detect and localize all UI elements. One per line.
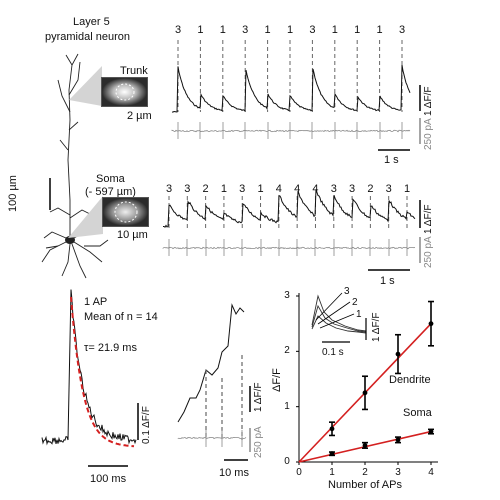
soma-depth-label: (- 597 µm) [85,186,136,198]
single-ap-title: 1 AP [84,296,108,308]
trunk-current-trace [171,122,411,139]
legend-dendrite: Dendrite [389,374,431,386]
neuron-title-line2: pyramidal neuron [45,31,130,43]
chart-inset [311,292,367,343]
trunk-ap-count-label: 3 [174,24,182,36]
trunk-calcium-trace [171,64,411,113]
soma-ap-count-label: 2 [367,183,374,195]
zoom-current-trace [177,430,247,447]
trunk-ap-count-label: 3 [398,24,406,36]
inset-trace-2 [311,304,367,333]
data-point-soma [362,443,368,448]
trunk-ap-count-label: 1 [331,24,338,36]
trunk-ap-count-label: 1 [286,24,294,36]
inset-label-3: 3 [344,286,350,297]
trunk-ap-count-label: 1 [197,24,204,36]
single-ap-tau-label: τ= 21.9 ms [84,342,137,354]
inset-label-2: 2 [352,297,358,308]
trunk-ap-count-label: 3 [242,24,249,36]
trunk-ap-count-label: 1 [264,24,271,36]
chart-marks [298,300,434,463]
neuron-title-line1: Layer 5 [73,16,110,28]
x-tick-label: 3 [395,467,401,478]
data-point-soma [395,437,401,443]
data-point-dendrite [329,426,335,432]
inset-label-1: 1 [356,309,362,320]
x-tick-label: 4 [428,467,434,478]
zoom-calcium-trace [177,303,245,423]
soma-zoom-cone [68,196,103,238]
soma-ap-count-label: 1 [220,183,227,195]
data-point-dendrite [395,351,401,357]
x-tick-label: 0 [296,467,302,478]
single-ap-mean-label: Mean of n = 14 [84,311,158,323]
data-point-dendrite [362,390,368,396]
y-tick-label: 1 [284,400,290,412]
soma-current-trace [162,239,416,256]
x-tick-label: 1 [329,467,335,478]
y-tick-label: 2 [284,345,290,357]
data-point-soma [329,451,335,457]
trunk-time-scale-label: 1 s [384,154,399,166]
inset-trace-1 [311,315,367,334]
soma-label: Soma [96,173,125,185]
inset-df-scale-label: 1 ΔF/F [371,312,382,342]
inset-pointer-3 [315,292,343,321]
trunk-ap-count-label: 1 [219,24,226,36]
y-tick-label: 3 [284,290,290,301]
trunk-ap-count-label: 3 [309,24,316,36]
trunk-label: Trunk [120,65,148,77]
single-ap-exponential-fit [70,296,135,448]
inset-pointer-1 [319,313,355,329]
chart-ticks [296,295,432,465]
data-point-dendrite [428,321,434,327]
inset-time-scale-label: 0.1 s [322,347,344,358]
data-point-soma [428,429,434,434]
single-ap-time-scale-label: 100 ms [90,473,127,485]
y-tick-label: 0 [284,456,290,467]
legend-soma: Soma [403,407,432,419]
zoom-time-scale-label: 10 ms [219,467,249,479]
trunk-ap-count-label: 1 [354,24,361,36]
soma-calcium-trace [163,189,416,228]
chart-y-label: ΔF/F [271,368,283,392]
trunk-image-scale-label: 2 µm [127,110,152,122]
soma-ap-count-label: 3 [184,183,191,195]
trunk-ap-count-label: 1 [376,24,383,36]
trunk-zoom-cone [69,66,102,106]
x-tick-label: 2 [362,467,368,478]
single-ap-trace [41,289,137,446]
soma-ap-count-label: 1 [403,183,411,195]
soma-ap-count-label: 4 [312,183,319,195]
soma-ap-count-label: 1 [257,183,264,195]
soma-ap-count-label: 2 [202,183,209,195]
chart-x-label: Number of APs [328,479,402,491]
soma-ap-count-label: 3 [349,183,356,195]
trunk-image [101,77,148,107]
soma-ap-count-label: 4 [275,183,282,195]
soma-image-scale-label: 10 µm [117,229,148,241]
soma-body [65,236,75,244]
soma-ap-count-label: 3 [385,183,392,195]
soma-ap-count-label: 3 [330,183,337,195]
inset-pointer-2 [317,301,351,325]
soma-image [102,197,149,227]
soma-ap-count-label: 3 [165,183,173,195]
soma-ap-count-label: 4 [294,183,301,195]
inset-trace-3 [311,294,367,332]
soma-time-scale-label: 1 s [380,275,395,287]
soma-ap-count-label: 3 [239,183,246,195]
